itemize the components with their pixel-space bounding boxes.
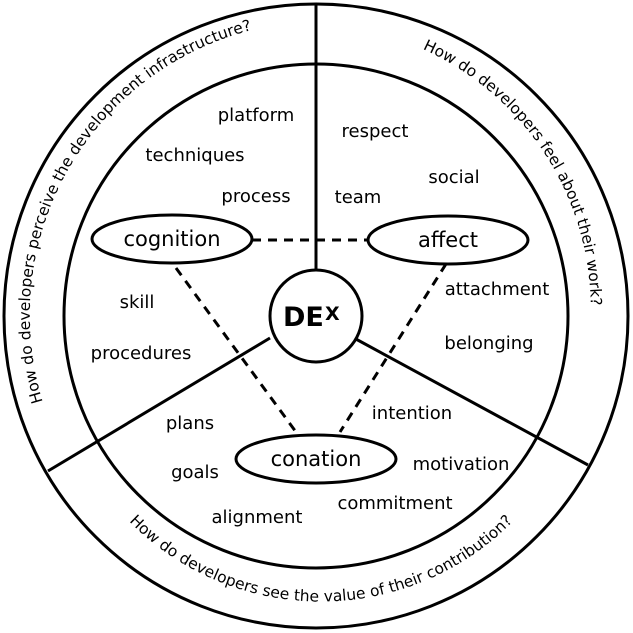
- dex-center-circle: [268, 268, 364, 364]
- term-plans: plans: [166, 413, 214, 434]
- term-process: process: [221, 186, 290, 207]
- term-motivation: motivation: [413, 454, 510, 475]
- term-team: team: [335, 187, 382, 208]
- term-techniques: techniques: [145, 145, 244, 166]
- term-social: social: [428, 167, 479, 188]
- conation-node: [234, 433, 398, 485]
- term-commitment: commitment: [337, 493, 452, 514]
- term-goals: goals: [171, 462, 219, 483]
- term-intention: intention: [372, 403, 452, 424]
- divider-left: [47, 336, 271, 473]
- divider-right: [353, 336, 589, 467]
- cognition-node-label: cognition: [123, 227, 220, 251]
- dex-label: DE: [283, 302, 324, 333]
- affect-node: [366, 214, 530, 266]
- term-platform: platform: [218, 105, 294, 126]
- connector-affect-conation: [338, 263, 448, 433]
- term-skill: skill: [120, 292, 155, 313]
- conation-node-label: conation: [271, 447, 362, 471]
- term-belonging: belonging: [444, 333, 533, 354]
- term-attachment: attachment: [445, 279, 550, 300]
- term-alignment: alignment: [212, 507, 303, 528]
- affect-node-label: affect: [418, 228, 478, 252]
- term-respect: respect: [342, 121, 409, 142]
- term-procedures: procedures: [91, 343, 192, 364]
- dex-superscript: X: [325, 303, 340, 325]
- connector-cognition-conation: [174, 267, 298, 433]
- cognition-node: [90, 213, 254, 265]
